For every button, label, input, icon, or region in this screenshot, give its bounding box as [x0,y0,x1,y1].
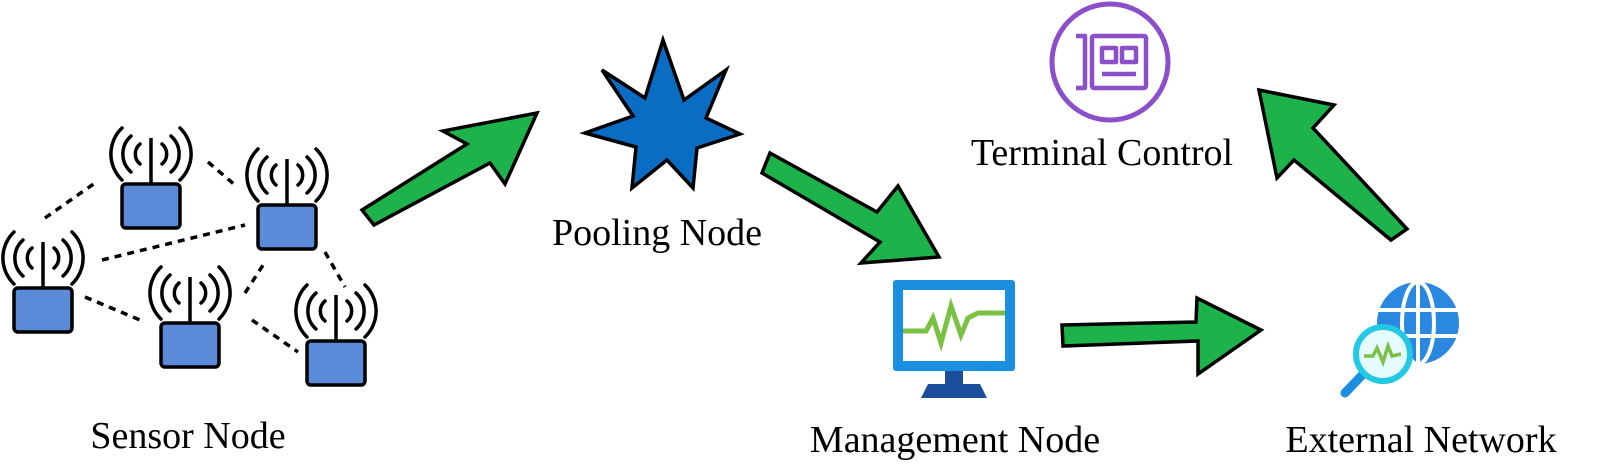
arrow-external-to-terminal [1256,87,1410,243]
terminal-control-label: Terminal Control [971,132,1233,174]
management-node-label: Management Node [810,419,1100,461]
arrow-sensor-to-pooling [359,110,540,228]
external-network-label: External Network [1285,419,1556,461]
sensor-links [43,160,347,354]
network-card-icon [1049,1,1171,123]
monitor-waveform-icon [893,280,1015,398]
sensor-node-label: Sensor Node [90,415,285,457]
star-burst-icon [579,34,745,193]
arrows [359,87,1410,378]
arrow-pooling-to-management [759,150,942,266]
wireless-sensor-icon [1,126,378,387]
arrow-management-to-external [1060,295,1265,378]
pooling-node-label: Pooling Node [552,212,762,254]
globe-search-icon [1340,280,1459,398]
